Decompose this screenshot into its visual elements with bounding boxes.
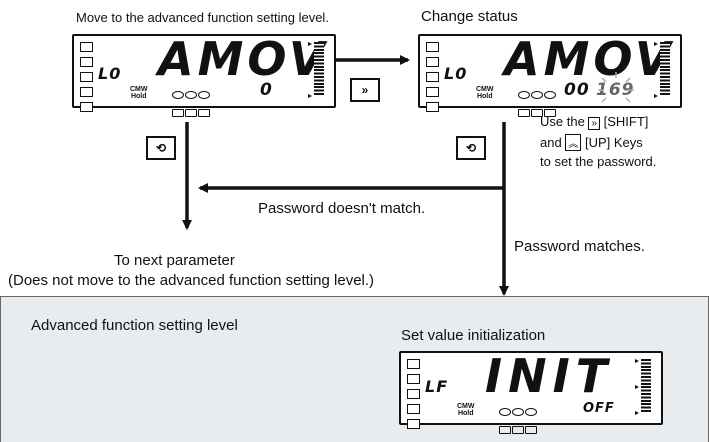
channel-display: LF bbox=[425, 377, 449, 396]
main-display: INIT bbox=[485, 349, 614, 403]
mode-key-icon: ⟲ bbox=[456, 136, 486, 160]
instruction-line-2: and ︽ [UP] Keys bbox=[540, 134, 643, 151]
up-key-icon: ︽ bbox=[565, 134, 582, 151]
bar-graph bbox=[660, 42, 670, 96]
label-move-to-level: Move to the advanced function setting le… bbox=[76, 10, 329, 25]
instruction-line-1: Use the » [SHIFT] bbox=[540, 114, 649, 130]
status-ovals bbox=[172, 86, 211, 122]
sub-display-blinking: 169 bbox=[596, 80, 635, 100]
label-does-not-move: (Does not move to the advanced function … bbox=[8, 272, 375, 289]
indicator-lamps bbox=[407, 359, 420, 434]
label-to-next-parameter: To next parameter bbox=[114, 252, 235, 269]
label-password-no-match: Password doesn't match. bbox=[258, 200, 426, 217]
channel-display: L0 bbox=[444, 64, 468, 83]
channel-display: L0 bbox=[98, 64, 122, 83]
indicator-lamps bbox=[80, 42, 93, 117]
blink-rays-icon bbox=[598, 72, 634, 103]
status-ovals bbox=[518, 86, 557, 122]
sub-display: 0 bbox=[260, 80, 273, 100]
instruction-line-3: to set the password. bbox=[540, 154, 657, 169]
level-title: Advanced function setting level bbox=[31, 317, 238, 334]
sub-display-static: 00 bbox=[564, 80, 590, 100]
set-value-init-label: Set value initialization bbox=[401, 327, 546, 344]
advanced-level-panel: Advanced function setting level Set valu… bbox=[0, 296, 709, 442]
main-display: AMOV bbox=[504, 32, 675, 86]
status-ovals bbox=[499, 403, 538, 439]
main-display: AMOV bbox=[158, 32, 329, 86]
mode-key-icon: ⟲ bbox=[146, 136, 176, 160]
bar-graph bbox=[641, 359, 651, 413]
bar-graph bbox=[314, 42, 324, 96]
shift-key-icon: » bbox=[588, 117, 600, 130]
sub-display: OFF bbox=[583, 401, 615, 416]
indicator-lamps bbox=[426, 42, 439, 117]
label-change-status: Change status bbox=[421, 8, 518, 25]
label-password-matches: Password matches. bbox=[514, 238, 645, 255]
shift-key-icon: » bbox=[350, 78, 380, 102]
